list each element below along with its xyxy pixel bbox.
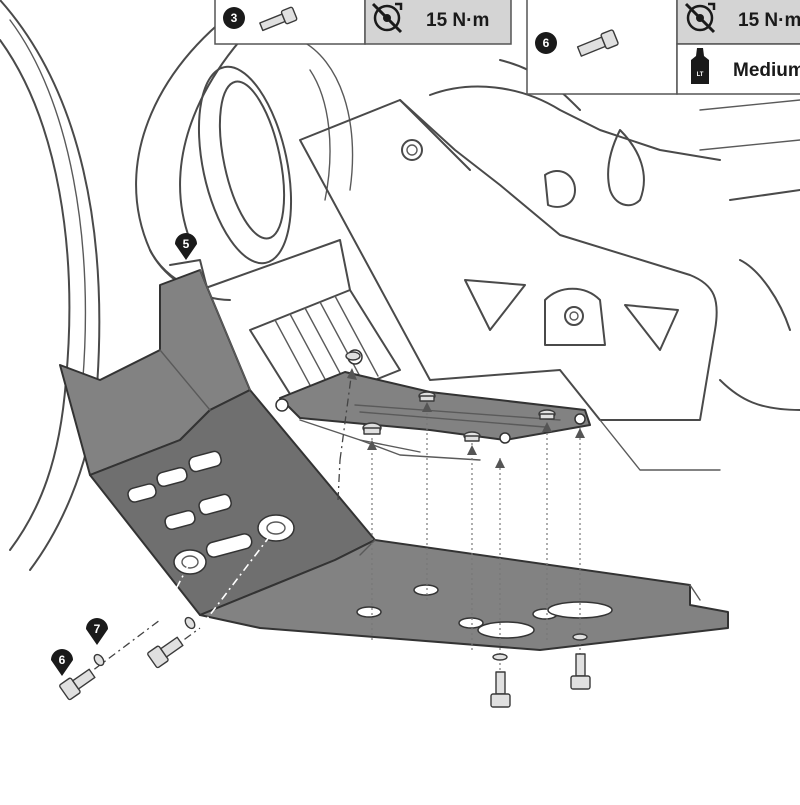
side-bolt (59, 668, 96, 701)
washer (184, 616, 196, 630)
threadlocker-bottle-icon: LT (691, 48, 709, 84)
spec-box-6: 6 15 N·m LT Medium (526, 0, 800, 95)
spec-box-3-callout-number: 3 (231, 11, 238, 25)
spec-box-3-torque: 15 N·m (426, 10, 489, 31)
callout-skid-plate-number: 5 (183, 237, 190, 251)
callout-washer-number: 7 (94, 622, 101, 636)
bracket-nut (538, 409, 556, 420)
washer (93, 653, 105, 667)
bracket-nut (418, 391, 436, 402)
fasteners (59, 351, 591, 708)
callout-skid-plate: 5 (175, 233, 197, 260)
skid-plate (59, 269, 729, 651)
torque-wrench-icon (684, 2, 716, 34)
callout-bolt-number: 6 (59, 653, 66, 667)
assembly-guide-lines (79, 368, 585, 681)
callout-washer: 7 (86, 618, 108, 645)
bolt-icon (576, 29, 619, 57)
spec-box-3-callout (223, 7, 245, 29)
bracket-nut (345, 351, 361, 361)
bracket-nut (463, 431, 481, 442)
floor-bolt (490, 653, 511, 708)
spec-box-6-torque: 15 N·m (738, 10, 800, 31)
bolt-icon (259, 6, 298, 32)
floor-bolt (570, 633, 591, 690)
torque-wrench-icon (371, 2, 403, 34)
spec-box-3: 3 15 N·m (214, 0, 512, 45)
threadlocker-strength: Medium (733, 60, 800, 81)
bracket-nut (362, 422, 382, 435)
threadlocker-badge: LT (697, 72, 704, 78)
callout-bolt: 6 (51, 649, 73, 676)
spec-box-6-callout (535, 32, 557, 54)
mounting-bracket (275, 349, 591, 444)
side-bolt (147, 636, 184, 669)
spec-box-6-callout-number: 6 (543, 36, 550, 50)
